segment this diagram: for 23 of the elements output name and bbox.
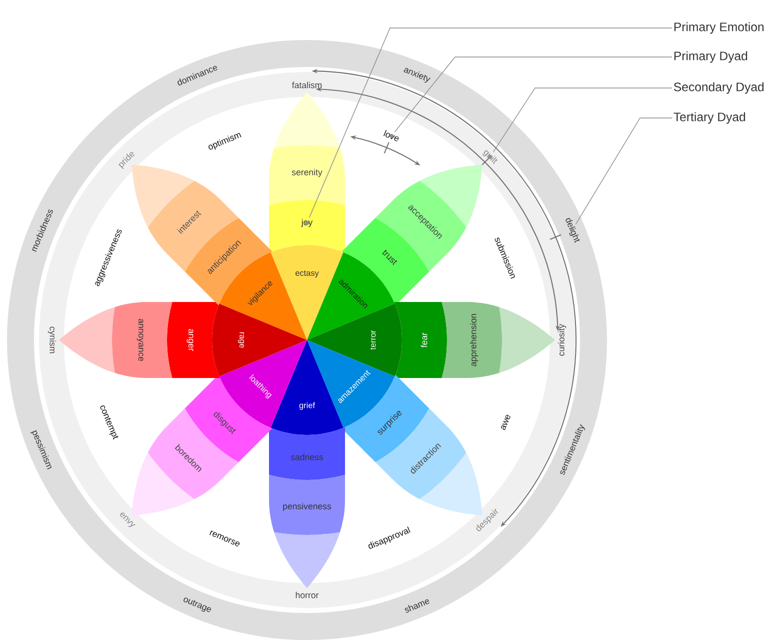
petal-segment: anger	[167, 302, 220, 378]
callout-label: Primary Dyad	[674, 51, 748, 63]
petal-tip	[499, 307, 555, 373]
petal-segment: sadness	[269, 427, 345, 480]
petal-segment: serenity	[269, 145, 345, 206]
callout-label: Primary Emotion	[674, 22, 764, 34]
dyad-label: outrage	[184, 598, 211, 612]
dyad-label: shame	[404, 599, 430, 613]
petal-tip	[59, 307, 115, 373]
petal-tip	[274, 532, 340, 588]
petal-tip	[274, 92, 340, 148]
leader-line	[488, 88, 672, 159]
callout-label: Secondary Dyad	[674, 82, 764, 94]
leader-line	[570, 118, 672, 232]
petal-segment: apprehension	[442, 302, 502, 378]
dyad-label: envy	[120, 512, 136, 528]
leader-line	[305, 28, 672, 225]
petal-segment: annoyance	[112, 302, 172, 378]
leader-line	[390, 56, 672, 138]
petal-segment: pensiveness	[269, 474, 345, 535]
callout-label: Tertiary Dyad	[674, 112, 746, 124]
dyad-label: awe	[501, 414, 510, 430]
petal-segment: fear	[394, 302, 447, 378]
